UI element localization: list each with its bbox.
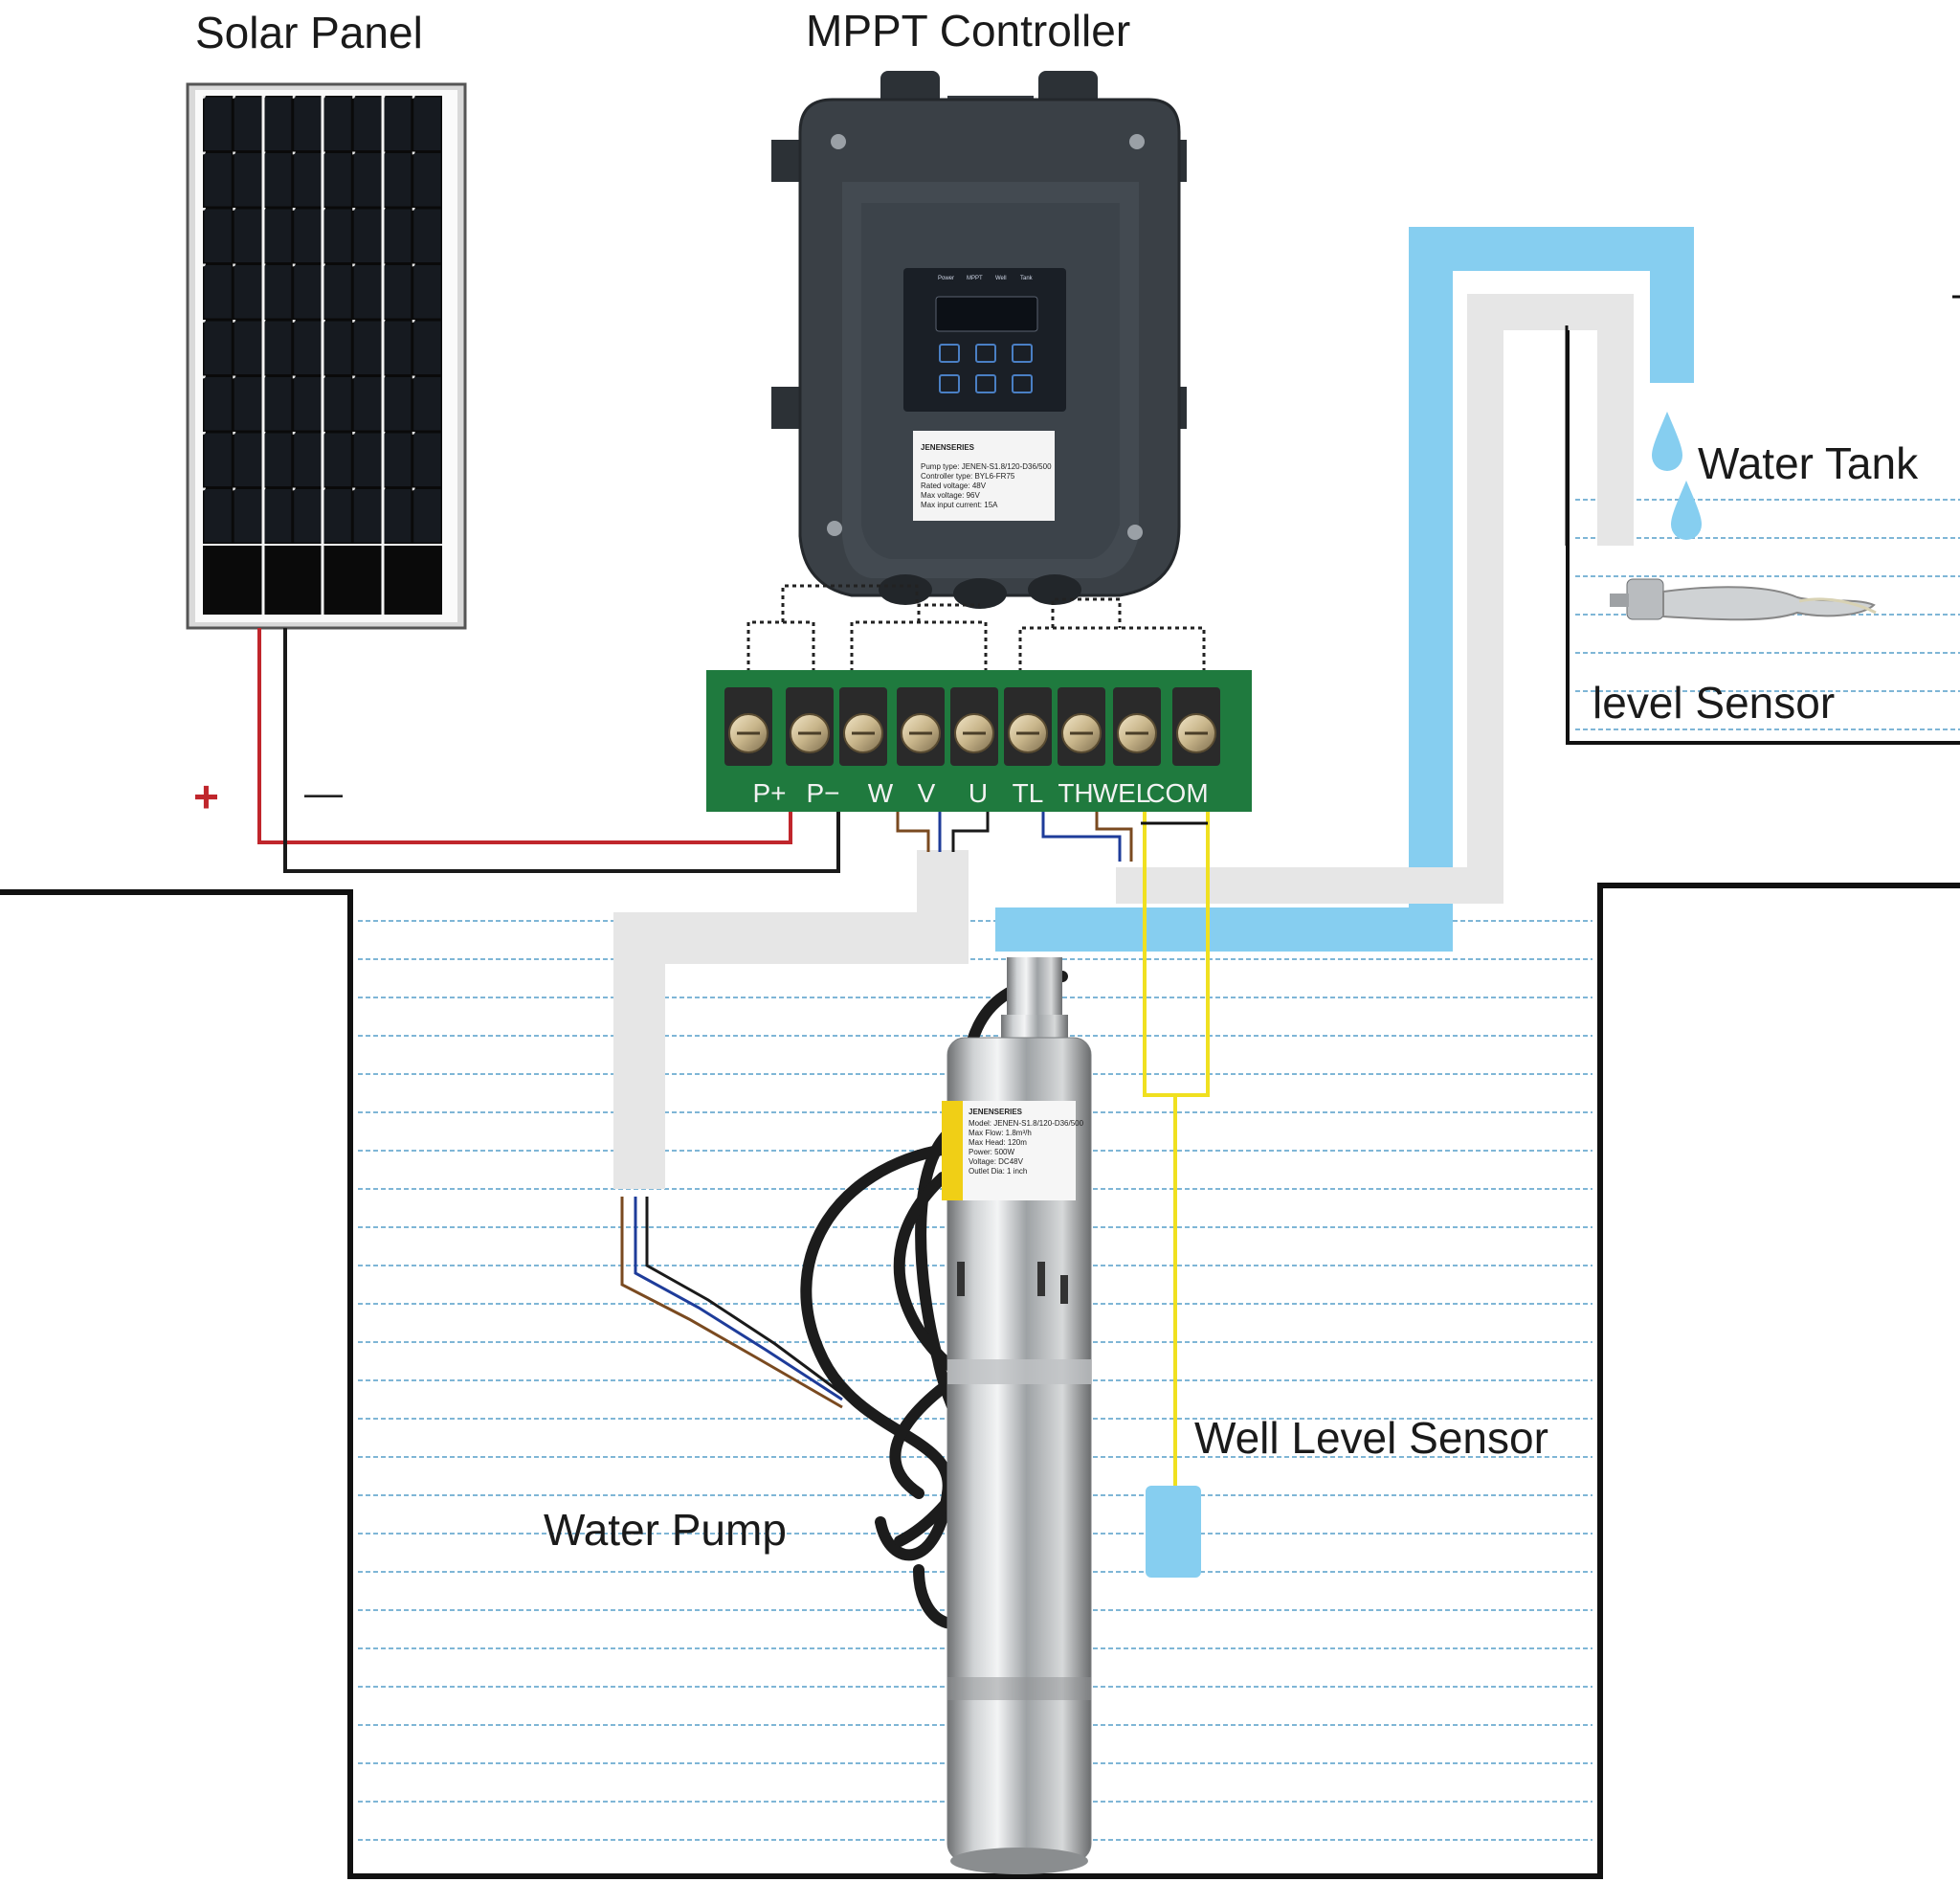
pump-brand: JENENSERIES: [969, 1108, 1023, 1116]
plus-sign: +: [193, 772, 219, 821]
mppt-controller-label: MPPT Controller: [806, 6, 1130, 56]
terminal-label-8: COM: [1146, 778, 1208, 808]
pump-cable: [613, 850, 969, 1189]
terminal-screws: [724, 687, 1220, 766]
terminal-label-3: V: [918, 778, 936, 808]
well-wall: [0, 883, 1960, 1879]
water-tank-label: Water Tank: [1698, 438, 1919, 488]
controller-spec-3: Rated voltage: 48V: [921, 482, 987, 490]
negative-wire: [283, 628, 840, 873]
float-switch-icon: [1610, 578, 1877, 621]
tank-sensor-cable: [1116, 294, 1634, 904]
water-pump-label: Water Pump: [544, 1505, 787, 1555]
internal-wiring: [746, 584, 1206, 672]
controller-spec-2: Controller type: BYL6-FR75: [921, 472, 1015, 481]
pump-cable-wires: [620, 1197, 843, 1409]
controller-spec-5: Max input current: 15A: [921, 501, 998, 509]
indicator-power: Power: [938, 276, 954, 281]
pump-spec-1: Model: JENEN-S1.8/120-D36/500: [969, 1119, 1084, 1128]
tank-level-sensor-label: level Sensor: [1592, 678, 1835, 728]
mppt-controller: Power MPPT Well Tank JENENSERIES Pump ty…: [771, 71, 1187, 609]
controller-spec-1: Pump type: JENEN-S1.8/120-D36/500: [921, 462, 1052, 471]
well-level-sensor-float: [1146, 1486, 1201, 1578]
controller-spec-4: Max voltage: 96V: [921, 491, 980, 500]
pump-spec-5: Voltage: DC48V: [969, 1157, 1024, 1166]
terminal-label-7: WEL: [1093, 778, 1151, 808]
pump-spec-3: Max Head: 120m: [969, 1138, 1027, 1147]
terminal-label-0: P+: [752, 778, 786, 808]
pump-spec-6: Outlet Dia: 1 inch: [969, 1167, 1027, 1176]
terminal-label-2: W: [868, 778, 894, 808]
solar-panel-label: Solar Panel: [195, 8, 423, 57]
terminal-label-6: TH: [1058, 778, 1093, 808]
pump-spec-2: Max Flow: 1.8m³/h: [969, 1129, 1032, 1137]
positive-wire: [257, 628, 792, 844]
solar-panel: [186, 82, 467, 630]
water-pipe: [995, 227, 1694, 952]
well-sensor-wire: [1143, 812, 1210, 1490]
well-level-sensor-label: Well Level Sensor: [1194, 1413, 1548, 1463]
indicator-mppt: MPPT: [967, 276, 983, 281]
indicator-well: Well: [995, 276, 1007, 281]
water-drop-icon: [1652, 412, 1702, 540]
water-pump: JENENSERIES Model: JENEN-S1.8/120-D36/50…: [800, 957, 1092, 1874]
motor-wires: [896, 812, 1133, 862]
terminal-label-4: U: [969, 778, 988, 808]
pump-spec-4: Power: 500W: [969, 1148, 1014, 1156]
controller-brand: JENENSERIES: [921, 443, 975, 452]
terminal-label-1: P−: [806, 778, 839, 808]
control-button-icon[interactable]: [939, 344, 1033, 393]
minus-sign: —: [304, 773, 343, 815]
indicator-tank: Tank: [1020, 276, 1034, 281]
terminal-label-5: TL: [1013, 778, 1044, 808]
